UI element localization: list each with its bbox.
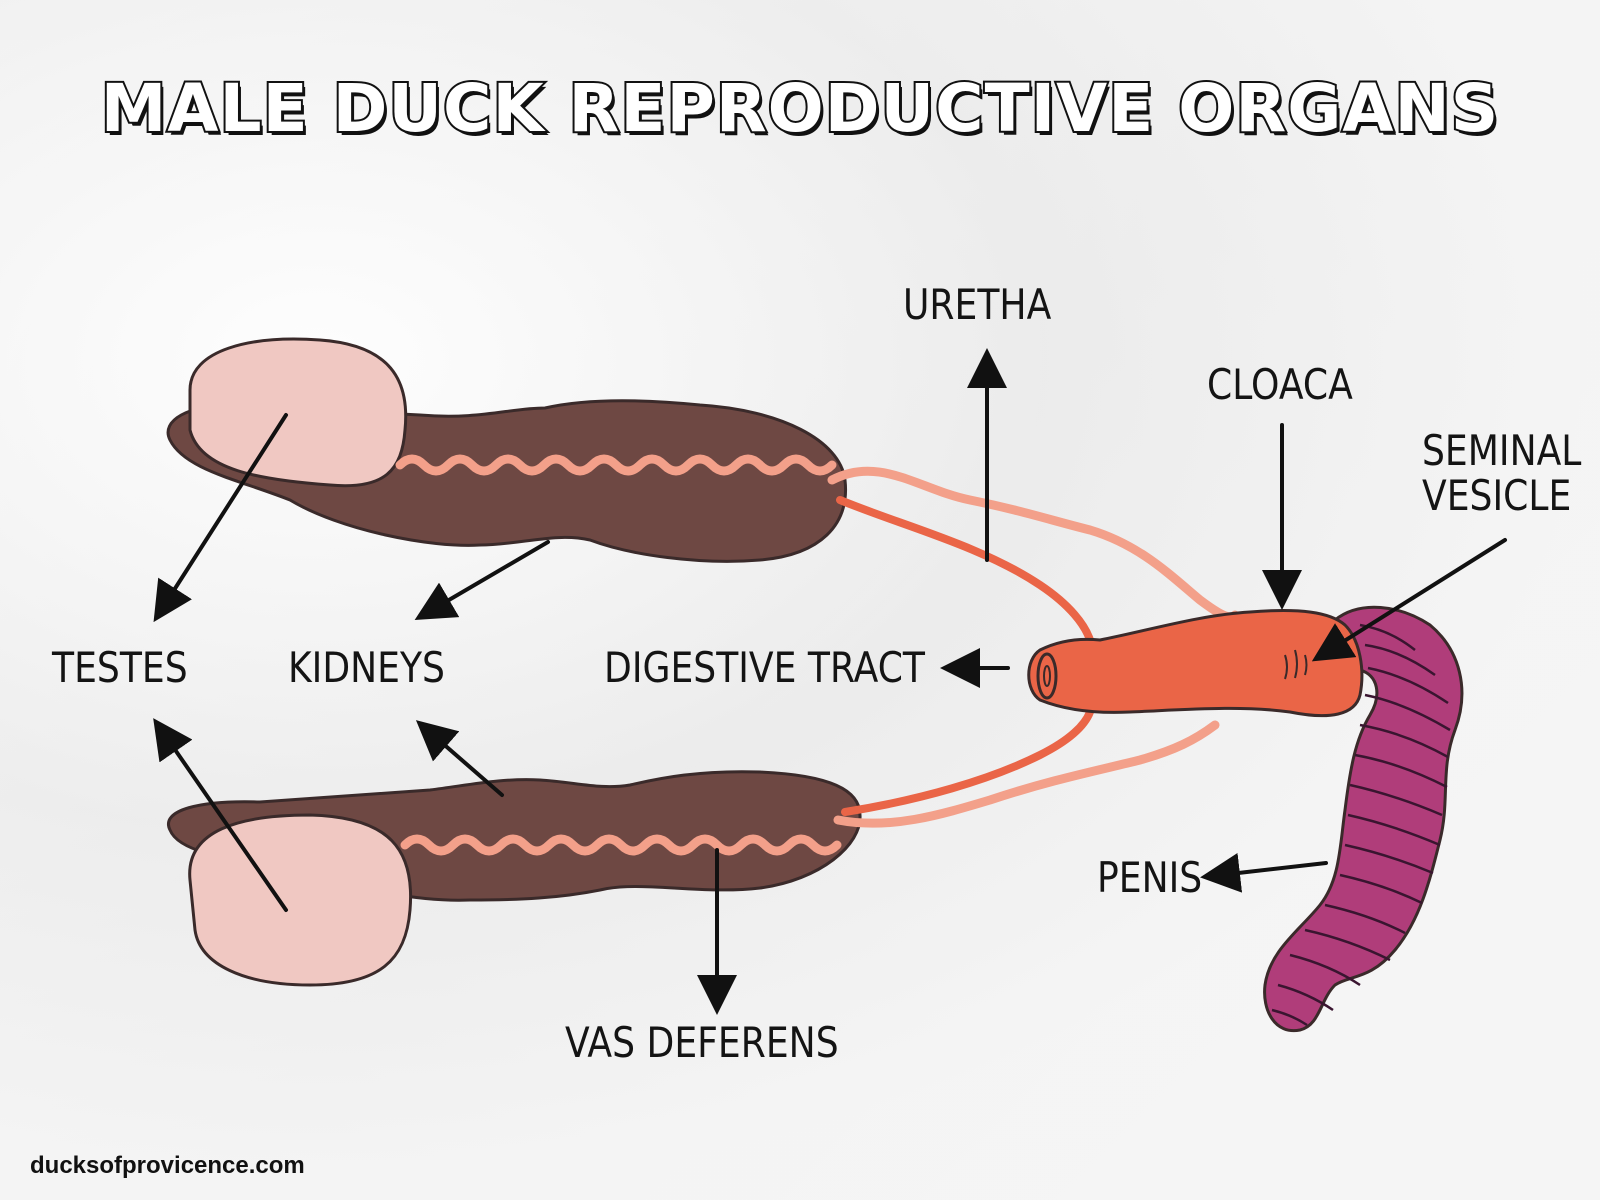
lower-testis <box>188 813 413 987</box>
arrow-kidneys-upper <box>414 540 550 621</box>
upper-vas-deferens <box>395 454 1240 622</box>
seminal-vesicle-marks <box>1284 649 1308 680</box>
label-kidneys: KIDNEYS <box>288 643 445 692</box>
label-cloaca: CLOACA <box>1207 360 1353 409</box>
page-title: MALE DUCK REPRODUCTIVE ORGANS <box>99 68 1501 149</box>
label-uretha: URETHA <box>903 280 1052 329</box>
label-digestive-tract: DIGESTIVE TRACT <box>604 643 925 692</box>
arrow-penis <box>1200 852 1328 893</box>
digestive-tract-opening <box>1036 652 1058 700</box>
arrow-kidneys-lower <box>415 720 504 797</box>
label-arrows <box>153 348 1507 1015</box>
label-penis: PENIS <box>1097 853 1203 902</box>
label-vas-deferens: VAS DEFERENS <box>565 1018 839 1067</box>
label-seminal-vesicle: SEMINAL VESICLE <box>1422 426 1582 521</box>
upper-ureter <box>836 496 1094 644</box>
upper-testis <box>188 337 408 488</box>
site-url: ducksofprovicence.com <box>30 1152 305 1179</box>
digestive-tract-lumen <box>1043 665 1051 687</box>
arrow-testes-upper <box>153 413 288 623</box>
arrow-seminal-vesicle <box>1311 538 1507 662</box>
lower-ureter <box>841 708 1094 816</box>
cloaca-organ <box>1027 609 1364 718</box>
arrow-testes-lower <box>153 718 288 912</box>
lower-vas-deferens <box>400 720 1220 856</box>
label-testes: TESTES <box>52 643 188 692</box>
